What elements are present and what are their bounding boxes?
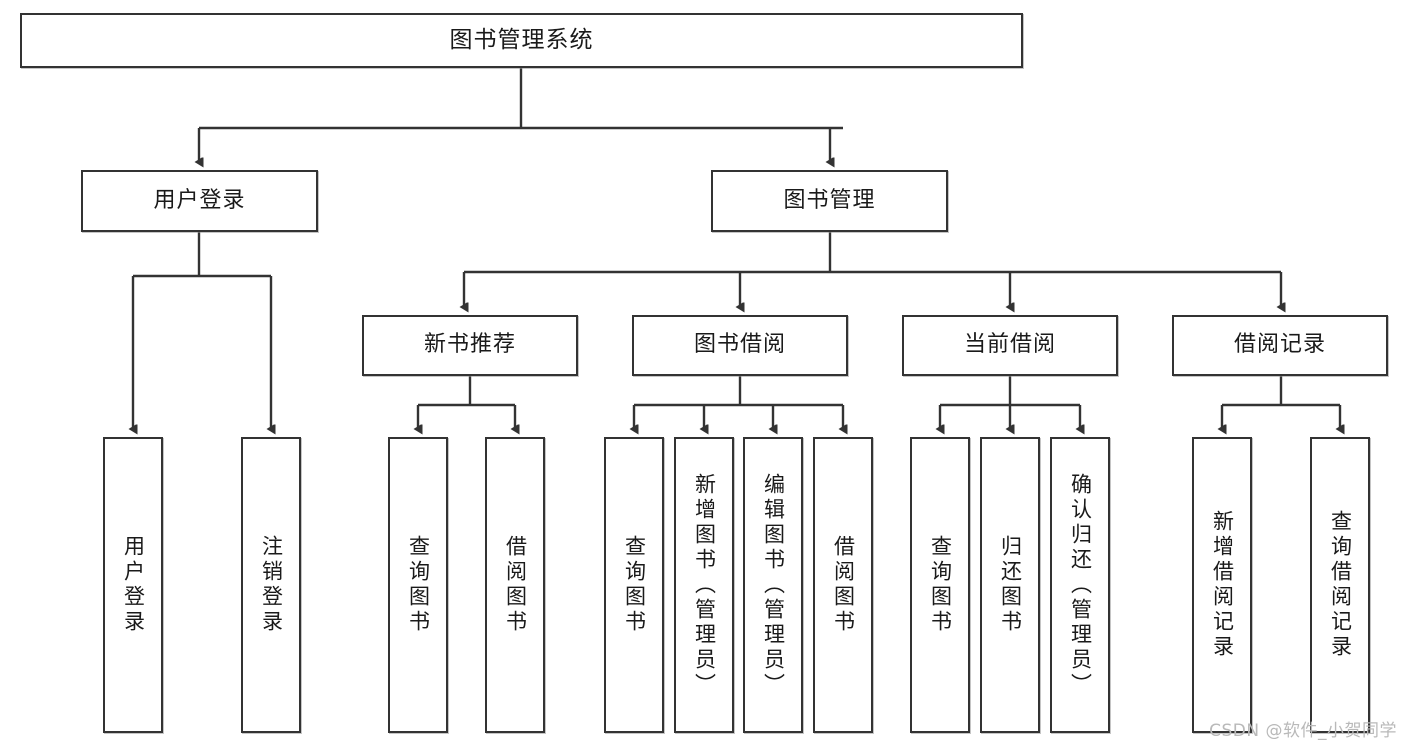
node-leaf-label: 查询图书 <box>928 535 953 635</box>
node-leaf-label: 查询图书 <box>406 535 431 635</box>
node-leaf-label: 借阅图书 <box>831 535 856 635</box>
node-borrow-record-label: 借阅记录 <box>1233 332 1326 358</box>
node-book-manage[interactable]: 图书管理 <box>711 170 948 232</box>
node-leaf-label: 查询借阅记录 <box>1328 510 1353 660</box>
node-root[interactable]: 图书管理系统 <box>20 13 1023 68</box>
node-leaf-borrow-record-1[interactable]: 新增借阅记录 <box>1192 437 1252 733</box>
node-user-login[interactable]: 用户登录 <box>81 170 318 232</box>
node-leaf-label: 新增借阅记录 <box>1210 510 1235 660</box>
node-leaf-borrow-record-2[interactable]: 查询借阅记录 <box>1310 437 1370 733</box>
node-leaf-book-borrow-4[interactable]: 借阅图书 <box>813 437 873 733</box>
node-leaf-book-borrow-3[interactable]: 编辑图书（管理员） <box>743 437 803 733</box>
node-leaf-current-borrow-3[interactable]: 确认归还（管理员） <box>1050 437 1110 733</box>
node-leaf-label: 编辑图书（管理员） <box>761 472 786 698</box>
node-new-book[interactable]: 新书推荐 <box>362 315 578 376</box>
node-leaf-label: 归还图书 <box>998 535 1023 635</box>
node-leaf-user-login-1[interactable]: 用户登录 <box>103 437 163 733</box>
node-leaf-current-borrow-2[interactable]: 归还图书 <box>980 437 1040 733</box>
node-leaf-label: 借阅图书 <box>503 535 528 635</box>
watermark-text: CSDN @软件_小贺同学 <box>1209 721 1397 741</box>
node-leaf-new-book-2[interactable]: 借阅图书 <box>485 437 545 733</box>
node-leaf-current-borrow-1[interactable]: 查询图书 <box>910 437 970 733</box>
node-leaf-user-login-2[interactable]: 注销登录 <box>241 437 301 733</box>
node-current-borrow[interactable]: 当前借阅 <box>902 315 1118 376</box>
node-leaf-label: 新增图书（管理员） <box>692 472 717 698</box>
node-book-borrow[interactable]: 图书借阅 <box>632 315 848 376</box>
node-borrow-record[interactable]: 借阅记录 <box>1172 315 1388 376</box>
node-leaf-label: 注销登录 <box>259 535 284 635</box>
node-root-label: 图书管理系统 <box>449 26 594 53</box>
node-leaf-book-borrow-2[interactable]: 新增图书（管理员） <box>674 437 734 733</box>
node-leaf-label: 用户登录 <box>121 535 146 635</box>
node-user-login-label: 用户登录 <box>153 187 246 213</box>
node-current-borrow-label: 当前借阅 <box>963 332 1056 358</box>
node-book-manage-label: 图书管理 <box>783 187 876 213</box>
node-new-book-label: 新书推荐 <box>423 332 516 358</box>
node-leaf-new-book-1[interactable]: 查询图书 <box>388 437 448 733</box>
node-book-borrow-label: 图书借阅 <box>693 332 786 358</box>
node-leaf-book-borrow-1[interactable]: 查询图书 <box>604 437 664 733</box>
node-leaf-label: 查询图书 <box>622 535 647 635</box>
node-leaf-label: 确认归还（管理员） <box>1068 472 1093 698</box>
